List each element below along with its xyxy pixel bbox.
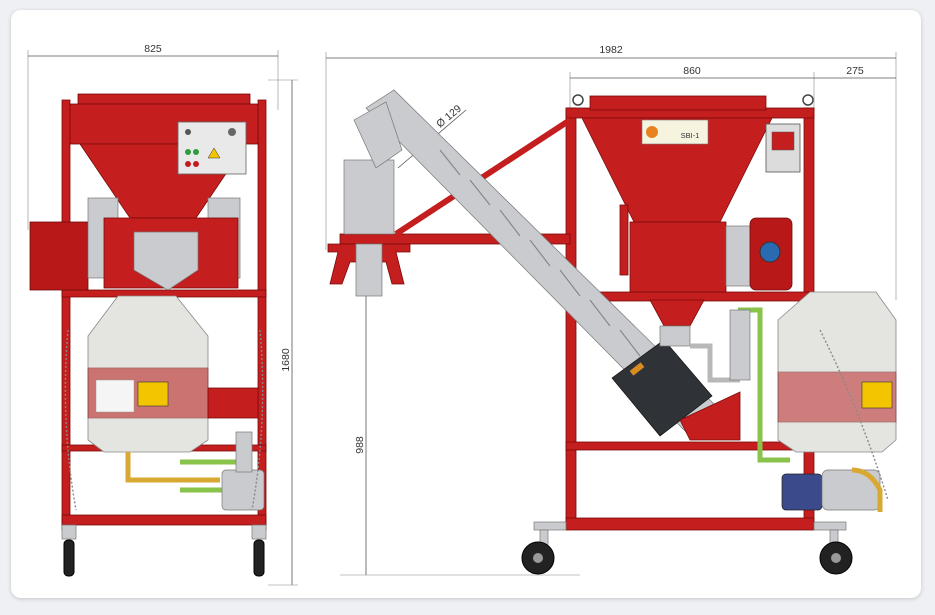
side-motor-fan-icon (759, 241, 781, 263)
side-base-rail (565, 517, 815, 531)
side-hopper-lid (589, 95, 767, 111)
drawing-card: 825 1680 (11, 10, 921, 598)
front-mill-chute (133, 231, 199, 291)
side-pump-motor (781, 473, 823, 511)
control-switch (185, 129, 191, 135)
front-hopper-lid (77, 93, 251, 105)
front-chain-right (251, 329, 264, 511)
front-side-motor (29, 221, 89, 291)
side-mill-spout (659, 325, 691, 347)
front-wheel-right (253, 539, 265, 577)
technical-drawing: 825 1680 (27, 43, 897, 586)
front-crossbar-base (61, 514, 267, 526)
side-lifting-eye-right (802, 94, 814, 106)
side-motor-bracket (679, 391, 741, 441)
side-mill-housing (725, 225, 755, 287)
front-post-left (61, 99, 71, 531)
side-caster-left-mount (533, 521, 567, 531)
side-lifting-eye-left (572, 94, 584, 106)
stop-button (185, 161, 191, 167)
side-pipe-grey (690, 343, 740, 383)
front-post-right (257, 99, 267, 531)
dim-frame-length: 860 (683, 65, 701, 77)
front-valve (235, 431, 253, 473)
start-button (185, 149, 191, 155)
nameplate-logo-icon (646, 126, 658, 138)
side-outlet-stand (327, 243, 411, 285)
side-tank-warning-label (861, 381, 893, 409)
stop-button-2 (193, 161, 199, 167)
side-auger-flights (439, 149, 641, 357)
side-caster-right-mount (813, 521, 847, 531)
side-boom-arm (339, 233, 571, 245)
front-pump (221, 469, 265, 511)
side-outlet-pipe (355, 243, 383, 297)
dim-overhang: 275 (846, 65, 864, 77)
side-mill-outlet (649, 299, 705, 327)
side-pipe-yellow (851, 467, 883, 512)
side-outlet-hopper (343, 159, 395, 235)
front-caster-left-mount (61, 524, 77, 540)
front-chain-left (64, 329, 77, 511)
dim-total-length: 1982 (599, 44, 623, 56)
side-filter (729, 309, 751, 381)
warning-icon (207, 147, 221, 159)
front-pipe-yellow (125, 452, 220, 483)
front-right-bracket (207, 387, 259, 419)
front-wheel-left (63, 539, 75, 577)
front-view: 825 1680 (27, 43, 298, 586)
side-wheel-left-hub (533, 553, 543, 563)
side-auger-head (353, 101, 403, 169)
side-control-switch (771, 131, 795, 151)
side-wheel-right-hub (831, 553, 841, 563)
side-view: 1982 860 275 988 Ø 129 (325, 44, 897, 576)
dim-front-width: 825 (144, 43, 162, 55)
side-motor-label (629, 362, 645, 376)
dim-outlet-height: 988 (354, 436, 366, 454)
front-caster-right-mount (251, 524, 267, 540)
dim-height: 1680 (280, 348, 292, 372)
side-mill-handle (619, 204, 629, 276)
side-low-rail (565, 441, 815, 451)
start-button-2 (193, 149, 199, 155)
side-auger-motor (611, 339, 713, 437)
dim-auger-diameter: Ø 129 (434, 103, 464, 131)
front-tank-info-label (95, 379, 135, 413)
side-chain (819, 329, 889, 501)
control-knob (228, 128, 236, 136)
front-tank-warning-label (137, 381, 169, 407)
machine-model: SBI-1 (681, 131, 700, 140)
side-mill-body (629, 221, 727, 293)
